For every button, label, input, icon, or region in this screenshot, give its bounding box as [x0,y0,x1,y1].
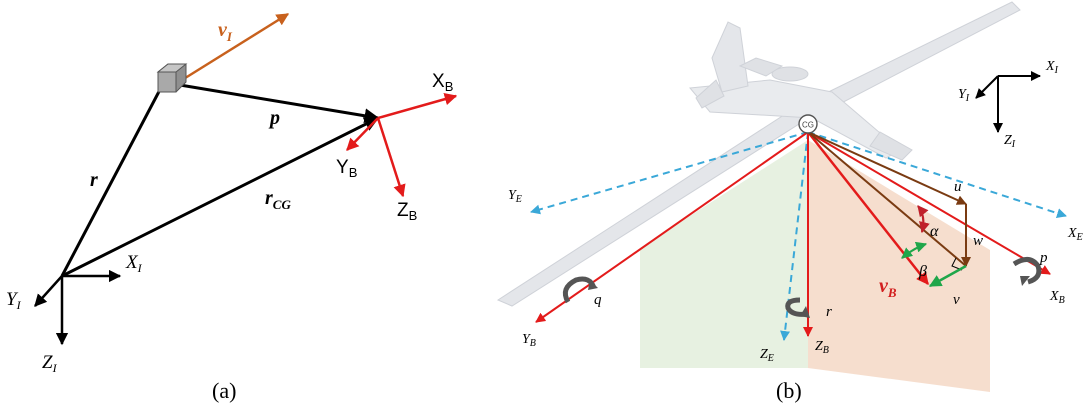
ye-label: YE [508,188,522,205]
caption-a: (a) [212,378,236,403]
zi-label-b: ZI [1004,133,1016,150]
ye-axis [530,131,809,215]
yb-axis [346,117,379,151]
xb-axis [377,93,458,120]
panel-a: vI p r rCG XB YB ZB XI YI ZI (a) [6,12,458,403]
velocity-vector [181,12,290,82]
r-rotation-icon [785,297,810,318]
velocity-label: vI [218,19,233,44]
p-rate-label: p [1039,250,1048,266]
xe-axis [807,131,1067,218]
zi-label: ZI [42,352,58,375]
u-label: u [954,179,962,195]
alpha-arc [917,205,930,234]
q-rotation-icon [562,276,598,304]
rcg-vector [61,116,380,278]
r-vector [60,81,166,277]
mass-cube-icon [156,63,188,93]
yb-label: YB [336,157,357,180]
yi-label: YI [6,289,22,312]
panel-b: CG XI YI ZI YE XE ZE YB XB ZB u w v α β … [496,1,1083,403]
orange-plane [808,140,990,392]
yb-axis-b [535,131,809,323]
zb-label-b: ZB [815,339,829,356]
p-rotation-icon [1012,257,1042,286]
yi-label-b: YI [958,87,970,104]
xb-label: XB [432,71,453,94]
w-label: w [973,233,983,249]
zb-axis [376,117,406,198]
v-vector [928,264,967,288]
rcg-label: rCG [265,187,291,212]
r-label: r [90,169,98,191]
alpha-label: α [930,223,939,240]
xb-axis-b [807,131,1051,275]
cg-marker: CG [798,114,818,134]
xb-label-b: XB [1049,289,1065,306]
yi-axis-b [975,75,999,99]
p-label: p [268,107,280,129]
caption-b: (b) [776,378,802,403]
p-vector [179,83,380,124]
projection-line [807,131,967,267]
beta-arc [901,241,928,259]
ze-label: ZE [760,347,774,364]
yb-label-b: YB [522,332,536,349]
xi-label-b: XI [1045,59,1059,76]
xi-label: XI [125,252,143,275]
green-plane [640,140,808,368]
yi-axis [34,275,63,307]
vb-label: vB [879,275,897,300]
v-label: v [953,292,960,308]
beta-label: β [918,263,927,280]
q-rate-label: q [594,292,602,308]
u-vector [807,131,967,205]
xe-label: XE [1067,226,1083,243]
svg-text:CG: CG [802,121,814,130]
zb-label: ZB [397,200,417,223]
r-rate-label: r [826,304,832,320]
